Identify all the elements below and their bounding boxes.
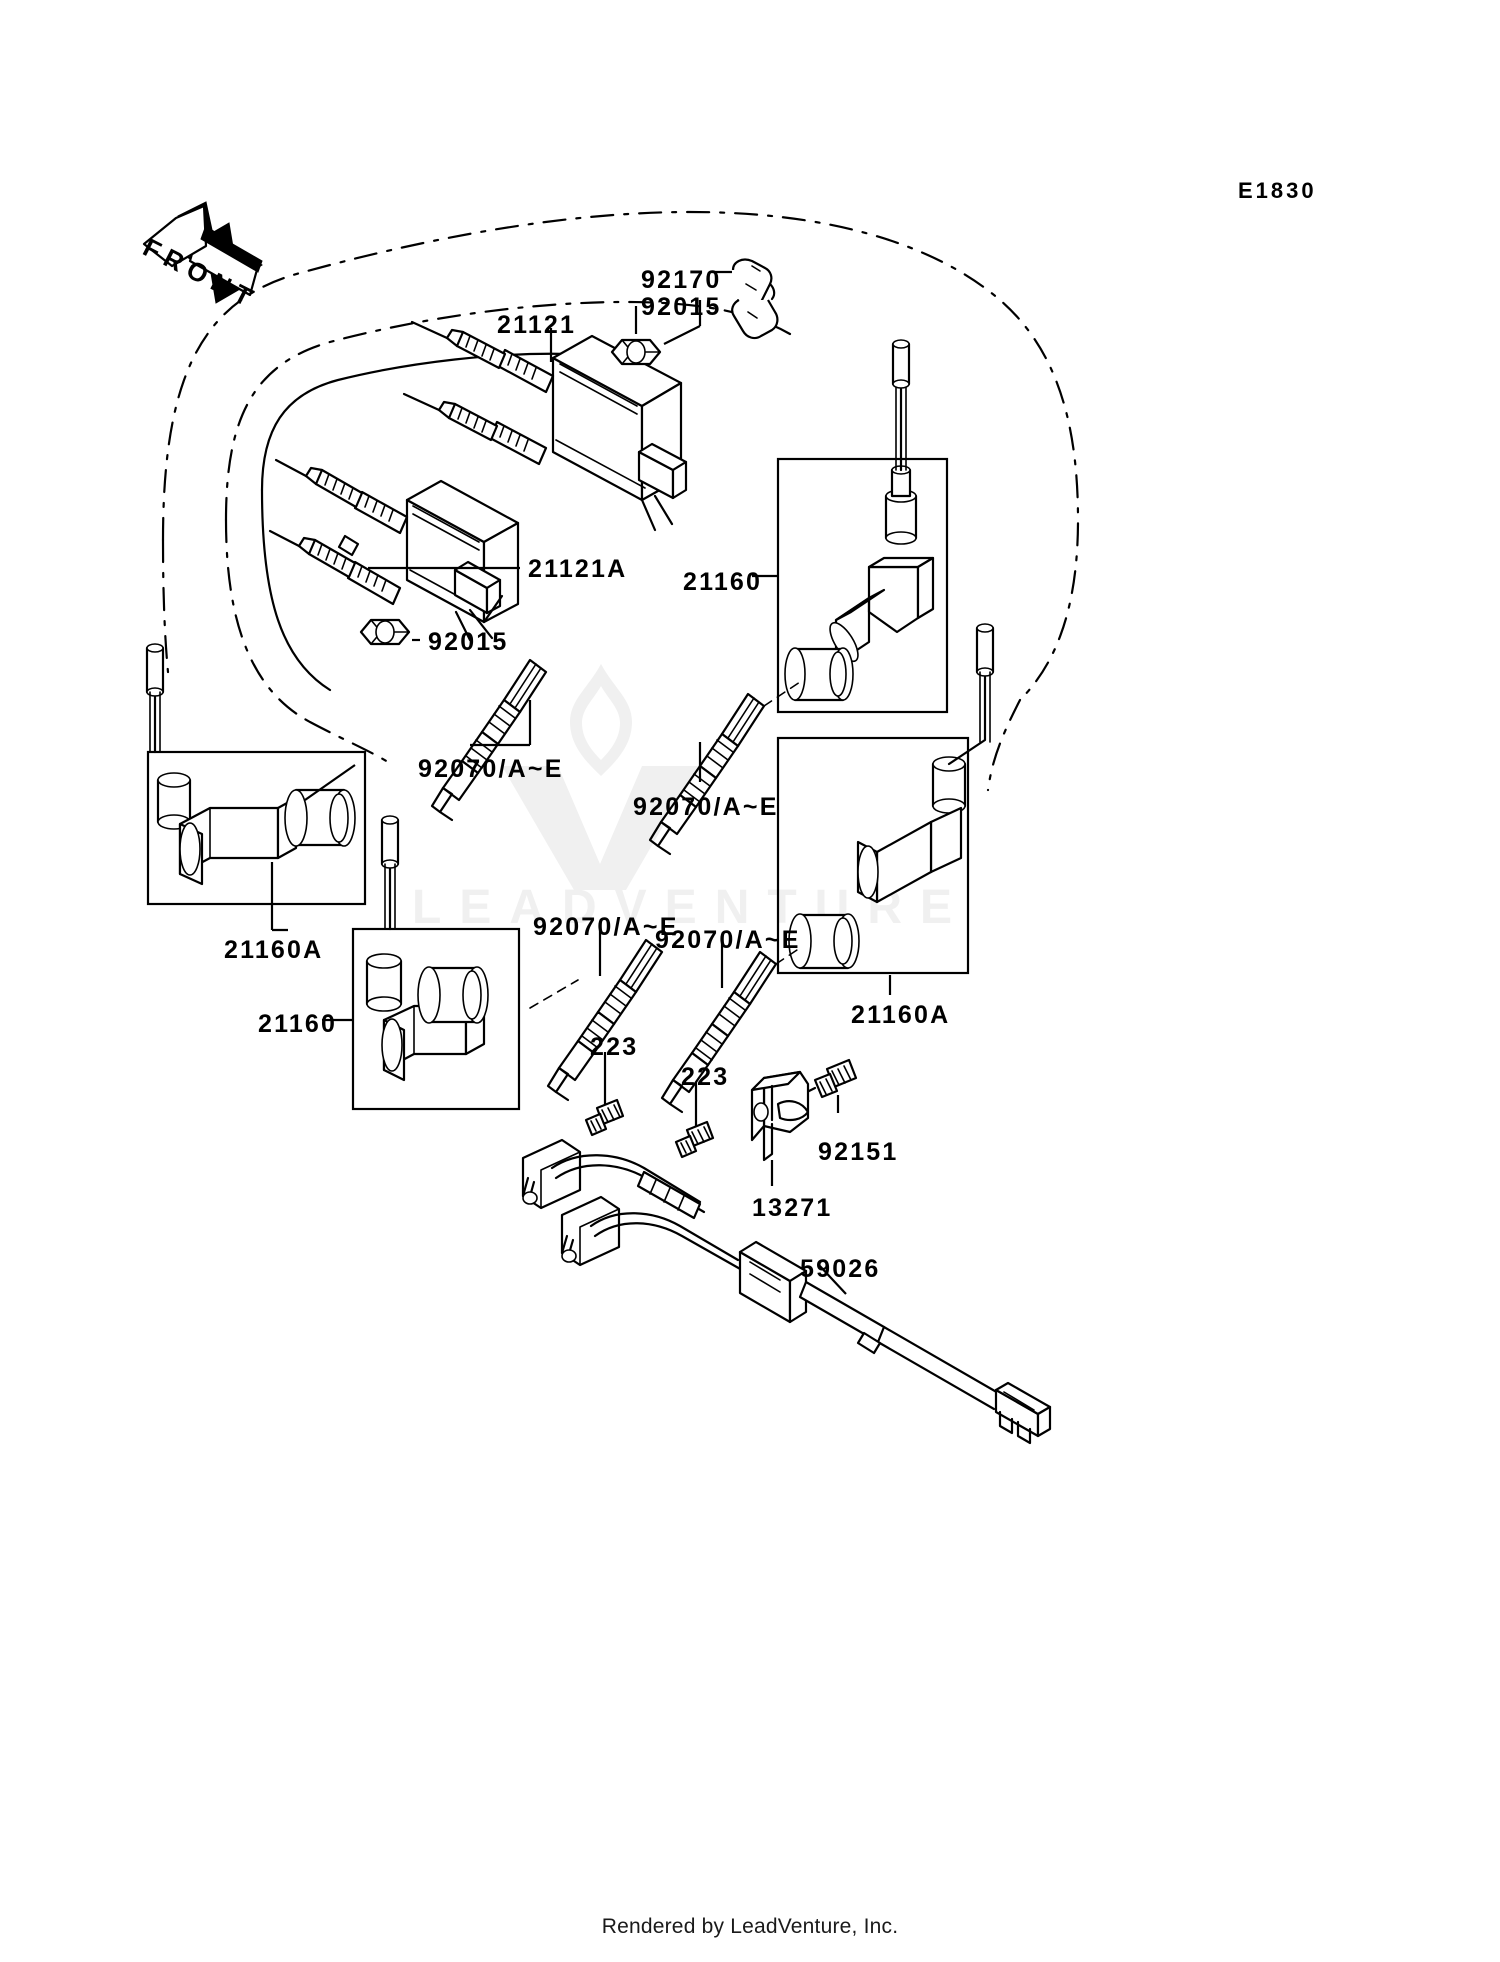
ignition-coil-21121A [268, 458, 520, 642]
callout-92015-upper: 92015 [641, 293, 722, 321]
callout-21121A: 21121A [528, 555, 628, 583]
callout-223-a: 223 [590, 1033, 639, 1061]
callout-92070-1: 92070/A~E [418, 755, 564, 783]
diagram-code: E1830 [1238, 178, 1317, 203]
callout-21160A-left: 21160A [224, 936, 324, 964]
callout-59026: 59026 [800, 1255, 881, 1283]
plug-cap-group-21160A-right [776, 736, 970, 975]
screw-223-right [674, 1120, 715, 1159]
plug-cap-elbow-left [178, 796, 298, 886]
callout-92015-lower: 92015 [428, 628, 509, 656]
ht-lead-inner-wire [224, 300, 792, 764]
callout-21160A-right: 21160A [851, 1001, 951, 1029]
callout-21121: 21121 [497, 311, 577, 339]
plug-cap-boot-right-lower [931, 756, 967, 814]
callout-92070-2: 92070/A~E [633, 793, 779, 821]
nut-92015-lower [359, 618, 411, 646]
callout-13271: 13271 [752, 1194, 833, 1222]
spark-plug-3 [546, 938, 664, 1102]
plug-cap-elbow-right-lower [856, 806, 963, 904]
plug-cap-sleeve-bottom [417, 966, 489, 1024]
plug-cap-sleeve-left [284, 788, 356, 847]
callout-21160-right: 21160 [683, 568, 763, 596]
callout-92151: 92151 [818, 1138, 899, 1166]
bracket-13271 [750, 1070, 810, 1162]
plug-cap-elbow-right [829, 556, 935, 666]
clamp-92170 [731, 258, 779, 340]
screw-223-left [584, 1098, 625, 1137]
callout-21160-left: 21160 [258, 1010, 338, 1038]
plug-cap-boot-top-right [884, 465, 918, 545]
plug-cap-sleeve-right [784, 647, 854, 702]
plug-cap-boot-left [156, 772, 192, 830]
callout-92070-4: 92070/A~E [655, 926, 801, 954]
spark-plug-2 [648, 692, 766, 856]
spark-plug-4 [660, 950, 778, 1114]
footer-attribution: Rendered by LeadVenture, Inc. [601, 1915, 899, 1938]
spark-plug-1 [430, 658, 548, 822]
plug-cap-group-21160A-left [146, 750, 367, 906]
callout-223-b: 223 [681, 1063, 730, 1091]
plug-cap-group-21160-bottom-left [351, 927, 521, 1111]
callout-92070-3: 92070/A~E [533, 913, 679, 941]
pickup-coil-assembly-59026 [521, 1138, 1052, 1445]
ignition-coil-21121 [402, 320, 688, 532]
front-arrow-icon: FRONT [138, 201, 263, 315]
ht-lead-outer-wire [161, 210, 1080, 792]
plug-cap-sleeve-right-lower [788, 913, 860, 970]
plug-cap-group-21160-right [776, 457, 949, 714]
callout-92170: 92170 [641, 266, 722, 294]
nut-92015-upper [610, 338, 662, 366]
plug-cap-boot-bottom [365, 953, 403, 1012]
bolt-92151 [793, 1058, 858, 1100]
